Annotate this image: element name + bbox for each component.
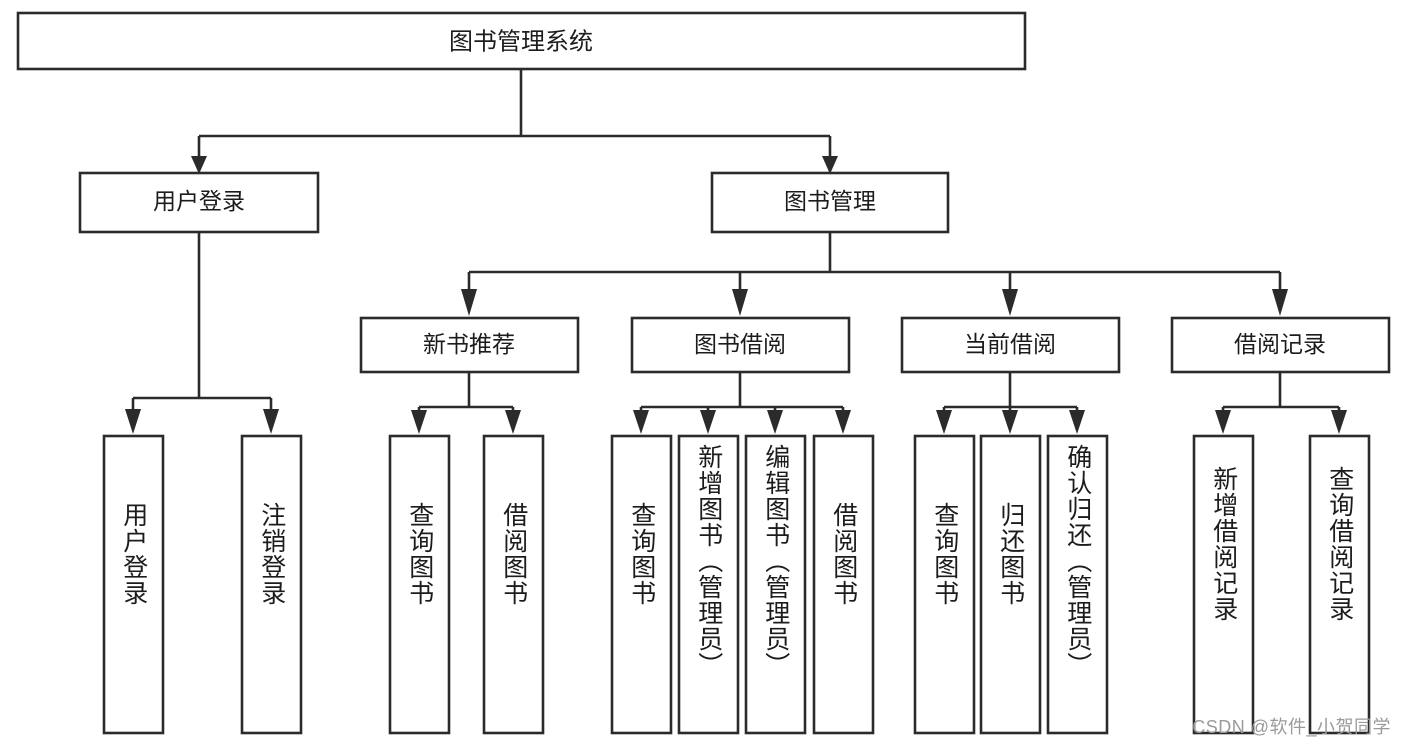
node-leaf-user-logout-box[interactable]	[240, 434, 303, 735]
node-book-manage-label: 图书管理	[784, 188, 876, 214]
node-borrow-record-box[interactable]	[1170, 316, 1391, 374]
arrow-to-current-borrow	[1002, 289, 1018, 316]
node-user-login-label: 用户登录	[153, 188, 245, 214]
arrow-to-leaf-query-book-1	[411, 410, 427, 434]
arrow-to-borrow-record	[1272, 289, 1288, 316]
node-root[interactable]: 图书管理系统	[16, 11, 1027, 71]
node-leaf-add-record-box[interactable]	[1192, 434, 1255, 735]
node-new-book-recommend[interactable]: 新书推荐	[359, 316, 580, 374]
node-leaf-add-book-box[interactable]	[677, 434, 740, 735]
arrow-to-new-book-recommend	[461, 289, 477, 316]
nodes-layer: 图书管理系统 用户登录 图书管理 新书推荐 图书借阅	[16, 11, 1391, 735]
arrow-to-user-login	[191, 156, 207, 174]
arrow-to-leaf-edit-book	[767, 410, 783, 434]
edges-layer	[125, 69, 1347, 434]
node-leaf-query-book-2-box[interactable]	[610, 434, 673, 735]
node-user-login[interactable]: 用户登录	[78, 171, 320, 234]
node-book-borrow-label: 图书借阅	[694, 331, 786, 357]
node-current-borrow-box[interactable]	[900, 316, 1121, 374]
node-leaf-confirm-return-box[interactable]	[1046, 434, 1109, 735]
node-leaf-user-login-box[interactable]	[102, 434, 165, 735]
watermark-text: CSDN @软件_小贺同学	[1192, 717, 1391, 737]
arrow-to-leaf-user-logout	[263, 409, 279, 434]
node-book-manage[interactable]: 图书管理	[710, 171, 950, 234]
arrow-to-leaf-return-book	[1002, 410, 1018, 434]
node-borrow-record[interactable]: 借阅记录	[1170, 316, 1391, 374]
arrow-to-leaf-query-record	[1331, 410, 1347, 434]
node-root-box[interactable]	[16, 11, 1027, 71]
arrow-to-leaf-user-login	[125, 409, 141, 434]
arrow-to-leaf-confirm-return	[1069, 410, 1085, 434]
arrow-to-leaf-borrow-book-2	[835, 410, 851, 434]
node-leaf-edit-book-box[interactable]	[744, 434, 807, 735]
node-leaf-borrow-book-2-box[interactable]	[812, 434, 875, 735]
node-leaf-query-record-box[interactable]	[1308, 434, 1371, 735]
arrow-to-book-manage	[822, 156, 838, 174]
arrow-to-leaf-borrow-book-1	[505, 410, 521, 434]
node-borrow-record-label: 借阅记录	[1234, 331, 1326, 357]
node-book-borrow[interactable]: 图书借阅	[630, 316, 851, 374]
node-new-book-recommend-box[interactable]	[359, 316, 580, 374]
node-current-borrow[interactable]: 当前借阅	[900, 316, 1121, 374]
node-new-book-recommend-label: 新书推荐	[423, 331, 515, 357]
node-leaf-borrow-book-1-box[interactable]	[482, 434, 545, 735]
node-book-manage-box[interactable]	[710, 171, 950, 234]
arrow-to-leaf-query-book-3	[936, 410, 952, 434]
arrow-to-leaf-add-record	[1215, 410, 1231, 434]
arrow-to-book-borrow	[732, 289, 748, 316]
node-root-label: 图书管理系统	[449, 28, 593, 55]
node-user-login-box[interactable]	[78, 171, 320, 234]
node-leaf-query-book-3-box[interactable]	[913, 434, 976, 735]
node-book-borrow-box[interactable]	[630, 316, 851, 374]
node-current-borrow-label: 当前借阅	[964, 331, 1056, 357]
arrow-to-leaf-add-book	[700, 410, 716, 434]
node-leaf-return-book-box[interactable]	[979, 434, 1042, 735]
arrow-to-leaf-query-book-2	[633, 410, 649, 434]
node-leaf-query-book-1-box[interactable]	[388, 434, 451, 735]
